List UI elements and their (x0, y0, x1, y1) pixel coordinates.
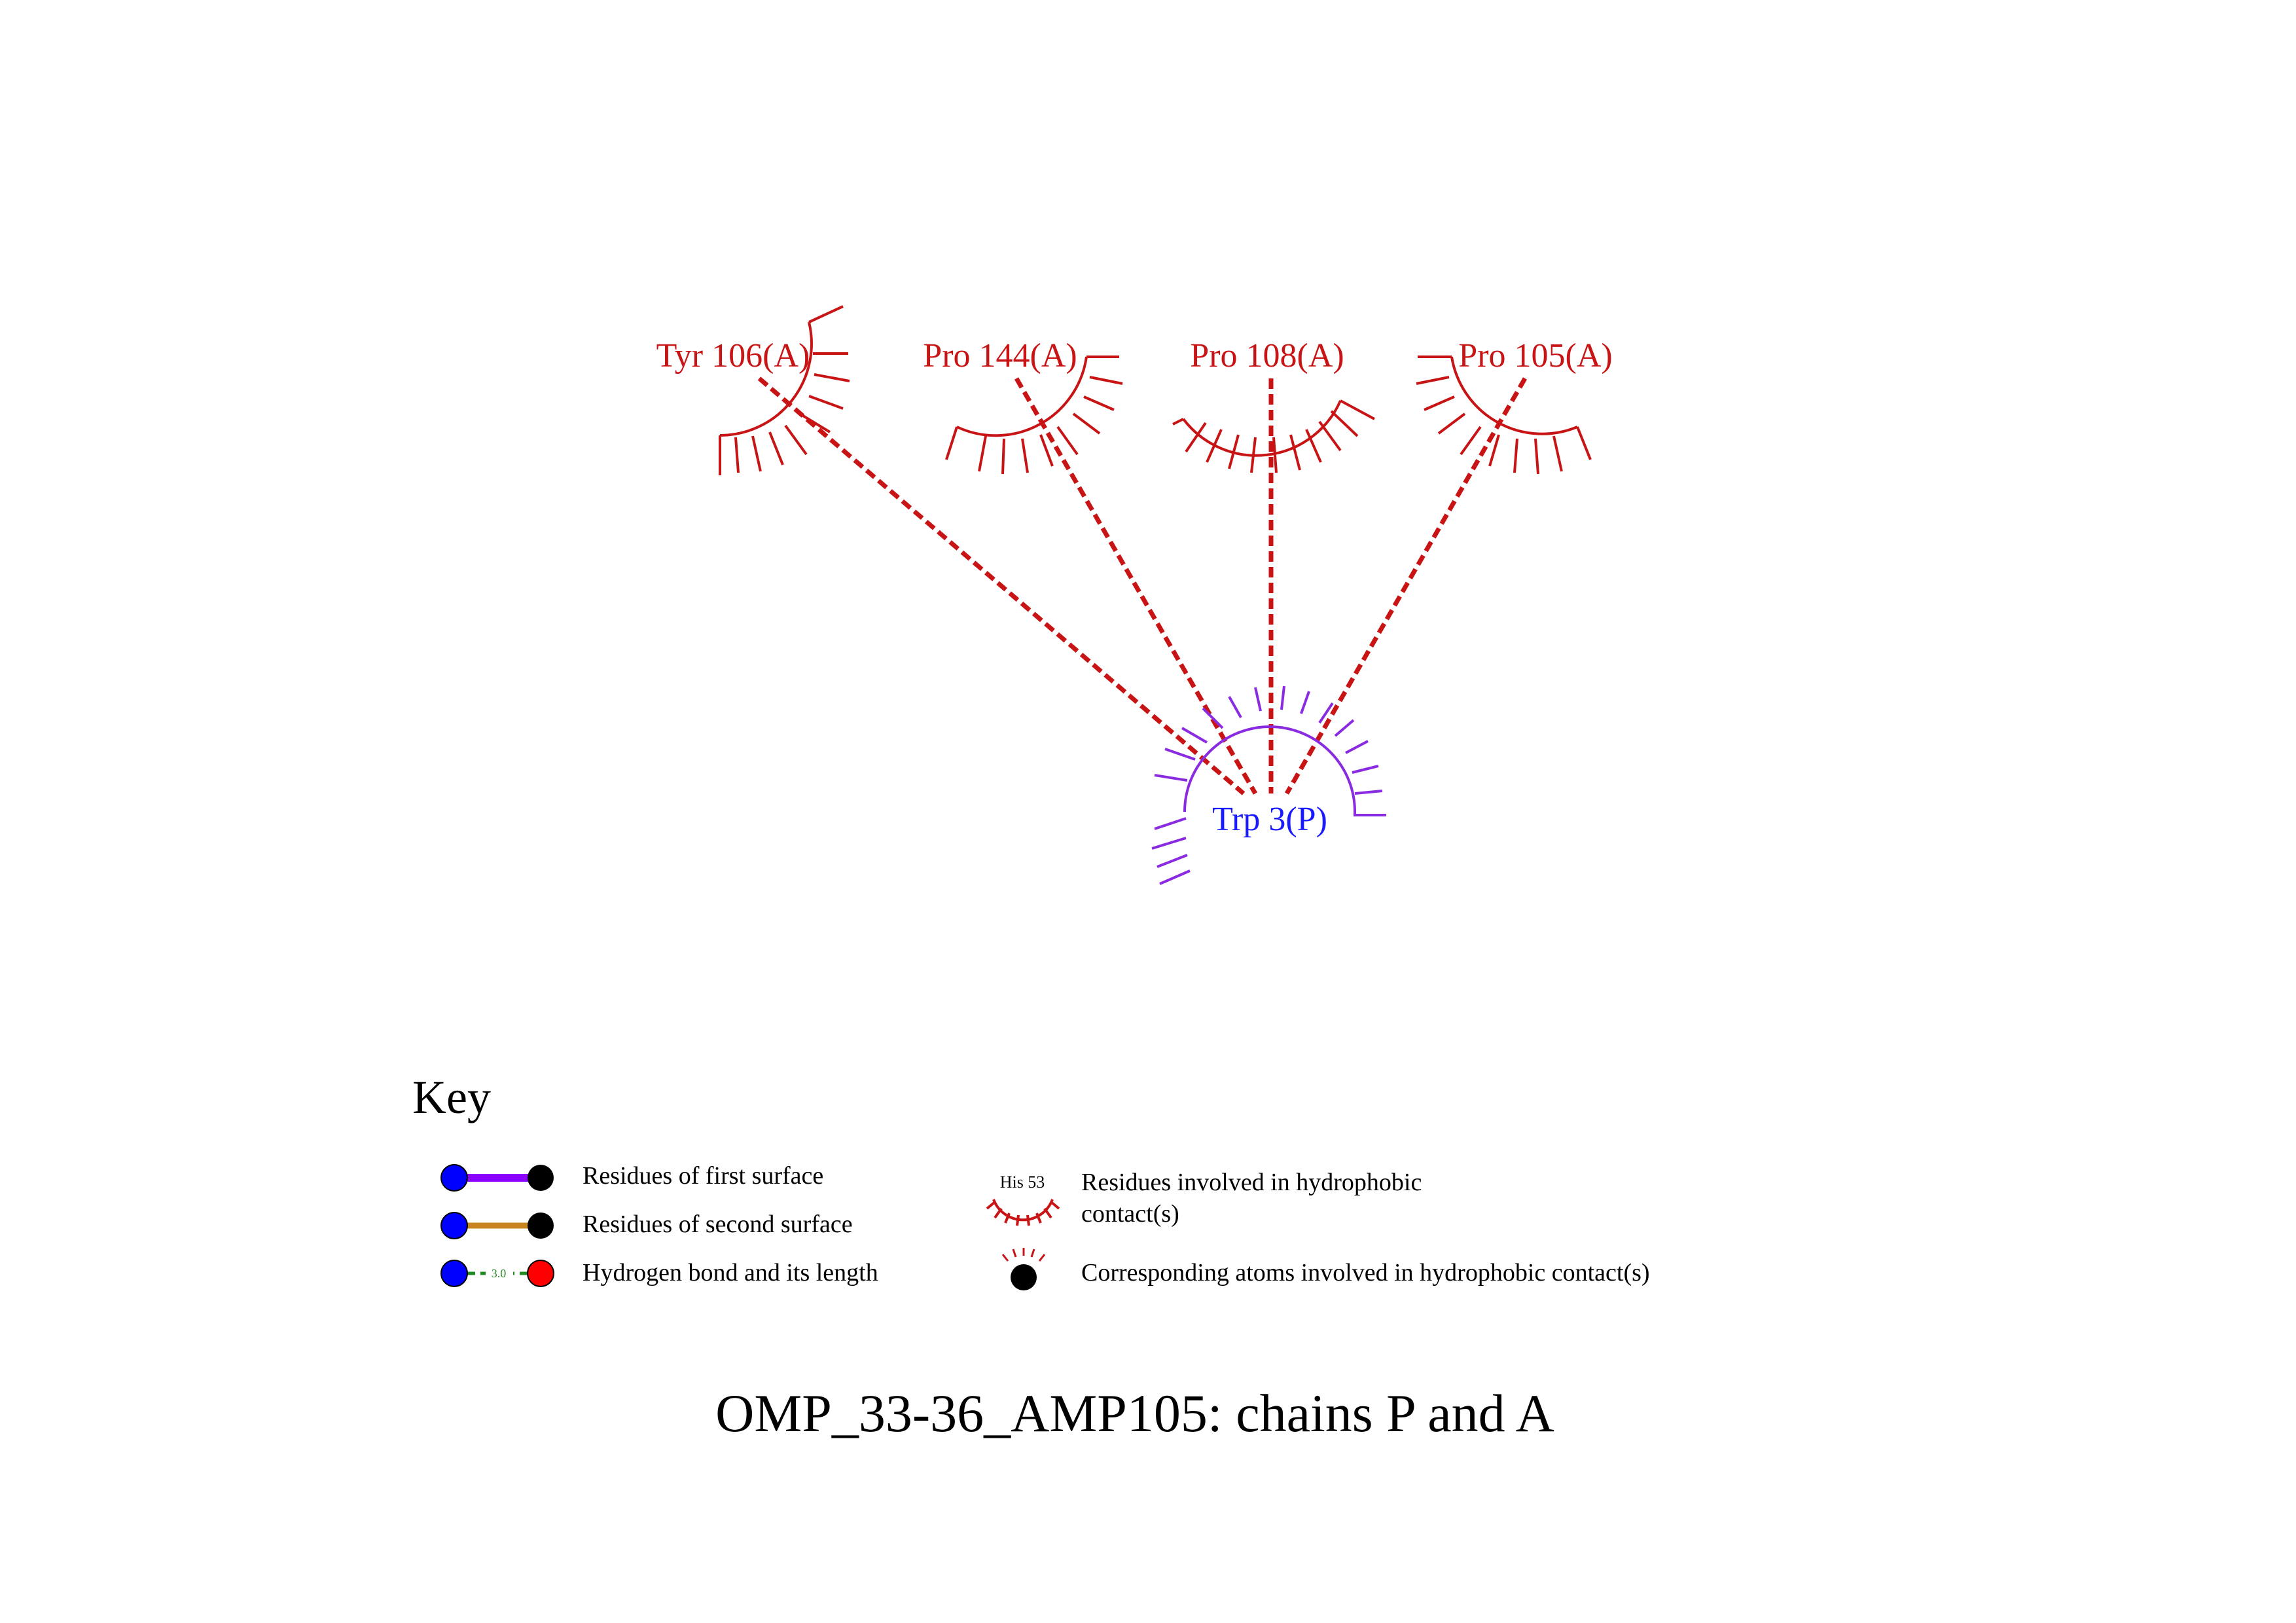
chain-a-labels: Tyr 106(A) Pro 144(A) Pro 108(A) Pro 105… (656, 337, 1613, 374)
key-hydrophobic-residues-label-line2: contact(s) (1081, 1200, 1179, 1228)
key-legend: Key Residues of first surface Residues o… (412, 1071, 1650, 1290)
contact-line-pro144 (1014, 377, 1258, 795)
arc-tyr106 (719, 321, 813, 437)
key-second-surface-label: Residues of second surface (583, 1211, 853, 1238)
spokes-tyr106 (719, 305, 850, 475)
key-first-surface-label: Residues of first surface (583, 1162, 823, 1190)
key-hydrophobic-example-label: His 53 (1000, 1173, 1045, 1192)
residue-label-trp3: Trp 3(P) (1212, 801, 1327, 838)
key-title: Key (412, 1071, 491, 1123)
key-hbond-label: Hydrogen bond and its length (583, 1259, 878, 1286)
key-first-surface-symbol (440, 1164, 554, 1192)
spokes-pro144 (945, 356, 1123, 475)
diagram-caption: OMP_33-36_AMP105: chains P and A (715, 1383, 1554, 1443)
spokes-pro108 (1172, 399, 1375, 473)
key-second-surface-symbol (440, 1212, 554, 1239)
hydrophobic-contact-lines (757, 376, 1528, 795)
residue-label-pro108: Pro 108(A) (1190, 337, 1344, 374)
key-hydrophobic-atoms-label: Corresponding atoms involved in hydropho… (1081, 1259, 1650, 1286)
residue-label-pro105: Pro 105(A) (1458, 337, 1612, 374)
chain-p-arc (1151, 685, 1386, 885)
arc-pro108 (1182, 400, 1342, 457)
key-hydrophobic-residues-label-line1: Residues involved in hydrophobic (1081, 1169, 1422, 1196)
key-hydrophobic-residue-symbol (986, 1199, 1060, 1226)
residue-label-tyr106: Tyr 106(A) (656, 337, 810, 374)
residue-label-pro144: Pro 144(A) (923, 337, 1077, 374)
key-hbond-length: 3.0 (492, 1267, 507, 1280)
key-hbond-symbol: 3.0 (440, 1260, 554, 1287)
chain-a-arcs (719, 305, 1592, 475)
spokes-pro105 (1416, 356, 1592, 475)
spokes-trp3 (1151, 685, 1383, 885)
key-hydrophobic-atom-symbol (1001, 1248, 1046, 1290)
contact-line-pro105 (1284, 377, 1528, 795)
arc-trp3 (1183, 725, 1386, 816)
arc-pro144 (956, 356, 1088, 437)
contact-line-tyr106 (757, 376, 1246, 795)
arc-pro105 (1450, 356, 1578, 435)
